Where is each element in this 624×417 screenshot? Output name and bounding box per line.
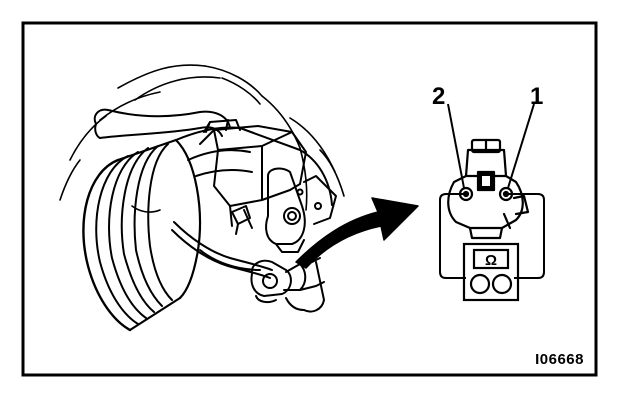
- pointer-arrow: [295, 197, 419, 269]
- connector-housing: [447, 174, 524, 230]
- top-bracket: [199, 119, 307, 227]
- ohm-symbol: Ω: [485, 252, 497, 269]
- callout-terminal-1: 1: [530, 83, 543, 110]
- test-leads: [439, 193, 545, 279]
- callout-leaders: [447, 103, 535, 189]
- figure-border: [21, 21, 598, 377]
- callout-terminal-2: 2: [432, 83, 445, 110]
- compressor-body: [175, 126, 333, 271]
- ohmmeter-case: [462, 242, 520, 302]
- engine-background-lines: [59, 64, 345, 211]
- compressor-illustration: [59, 64, 345, 332]
- bolt: [231, 205, 253, 235]
- clutch-wire: [171, 221, 273, 279]
- wire-tail: [131, 205, 161, 213]
- ohmmeter-display: [472, 248, 510, 270]
- ohmmeter-jack-right: [491, 273, 513, 295]
- figure-id: I06668: [535, 351, 584, 368]
- ohmmeter: [462, 242, 520, 302]
- pulley: [82, 138, 201, 332]
- mounting-ear: [265, 167, 337, 253]
- ohmmeter-jack-left: [469, 273, 491, 295]
